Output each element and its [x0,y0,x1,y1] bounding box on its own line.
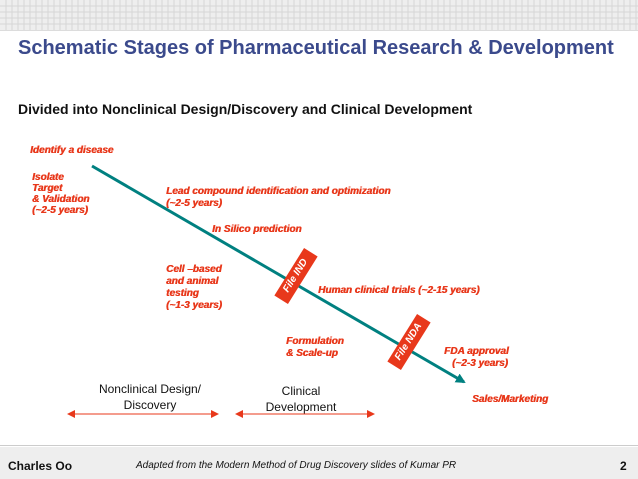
formulation-label: Formulation [286,336,344,347]
clinical-line-1: Clinical [281,384,321,398]
and-animal-label: and animal [166,276,219,287]
lead-compound-label: Lead compound identification and optimiz… [166,186,391,197]
fda-approval-label: FDA approval [444,346,509,357]
top-decorative-bar [0,0,638,31]
footer-divider [0,445,638,446]
lead-compound-duration-label: (~2-5 years) [166,198,222,209]
target-label: Target [32,183,63,194]
sales-marketing-label: Sales/Marketing [472,394,549,405]
scale-up-label: & Scale-up [286,348,338,359]
identify-disease-label: Identify a disease [30,145,114,156]
isolate-label: Isolate [32,172,64,183]
isolate-duration-label: (~2-5 years) [32,205,88,216]
slide-title: Schematic Stages of Pharmaceutical Resea… [18,37,614,59]
testing-label: testing [166,288,199,299]
clinical-phase-label: Clinical Development [246,383,356,415]
nonclinical-line-1: Nonclinical Design/ [98,382,202,396]
grid-pattern [0,0,638,30]
footer-author: Charles Oo [8,459,73,473]
clinical-line-2: Development [265,400,337,414]
footer-bar [0,447,638,479]
cell-based-label: Cell –based [166,264,222,275]
slide-subtitle: Divided into Nonclinical Design/Discover… [18,101,473,117]
cell-duration-label: (~1-3 years) [166,300,222,311]
nonclinical-phase-label: Nonclinical Design/ Discovery [76,381,224,413]
footer-source: Adapted from the Modern Method of Drug D… [136,460,457,471]
in-silico-label: In Silico prediction [212,224,302,235]
fda-duration-label: (~2-3 years) [452,358,508,369]
validation-label: & Validation [32,194,90,205]
nonclinical-line-2: Discovery [123,398,177,412]
page-number: 2 [620,459,627,473]
clinical-trials-label: Human clinical trials (~2-15 years) [318,285,480,296]
